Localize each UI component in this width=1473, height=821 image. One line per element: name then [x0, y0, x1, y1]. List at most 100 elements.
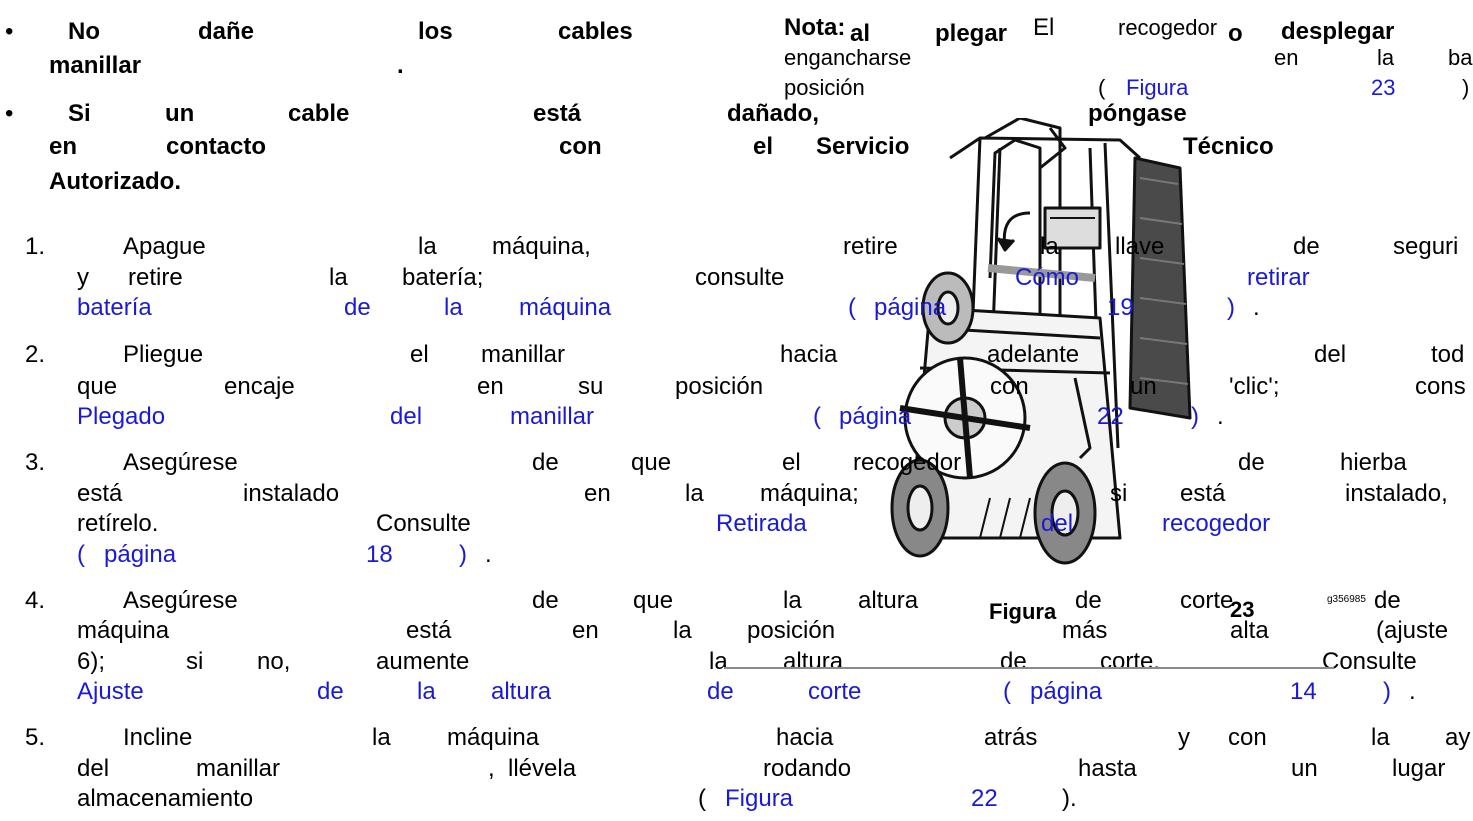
link-plegado-manillar[interactable]: Plegado	[77, 403, 166, 430]
step5-word: ay	[1445, 724, 1471, 751]
step4-word: la	[783, 587, 802, 614]
page-ref-number[interactable]: 14	[1290, 678, 1317, 705]
step5-word: manillar	[196, 755, 281, 782]
step5-word: llévela	[508, 755, 577, 782]
step5-word: lugar	[1392, 755, 1446, 782]
link-como-retirar[interactable]: máquina	[519, 294, 612, 321]
page-ref-paren[interactable]: (	[813, 403, 821, 430]
page-ref-paren[interactable]: )	[1227, 294, 1235, 321]
link-ajuste-altura[interactable]: altura	[491, 678, 552, 705]
link-como-retirar[interactable]: de	[344, 294, 371, 321]
link-como-retirar[interactable]: retirar	[1247, 264, 1310, 291]
link-ajuste-altura[interactable]: de	[317, 678, 344, 705]
link-como-retirar[interactable]: Cómo	[1015, 264, 1080, 291]
page-ref-paren[interactable]: (	[848, 294, 856, 321]
bullet2-word: con	[559, 133, 602, 160]
page-ref-link[interactable]: página	[1030, 678, 1103, 705]
step2-word: encaje	[224, 373, 295, 400]
link-como-retirar[interactable]: batería	[77, 294, 152, 321]
step5-word: rodando	[763, 755, 852, 782]
step4-word: Asegúrese	[123, 587, 238, 614]
link-ajuste-altura[interactable]: corte	[808, 678, 862, 705]
bullet1-word: No	[68, 18, 100, 45]
step4-word: posición	[747, 617, 836, 644]
step3-word: Consulte	[376, 510, 471, 537]
page-ref-number[interactable]: 19	[1107, 294, 1134, 321]
step1-word: retire	[128, 264, 183, 291]
step5-word: con	[1228, 724, 1267, 751]
note-word: o	[1228, 20, 1243, 47]
note-word: El	[1033, 14, 1055, 41]
step2-word: adelante	[987, 341, 1080, 368]
step4-word: altura	[858, 587, 919, 614]
step4-word: de	[1075, 587, 1102, 614]
figure-number: 23	[1230, 597, 1255, 622]
figure-link[interactable]: Figura	[725, 785, 794, 812]
step3-word: que	[631, 449, 672, 476]
step2-word: el	[410, 341, 429, 368]
link-plegado-manillar[interactable]: del	[390, 403, 423, 430]
page-ref-paren[interactable]: (	[1003, 678, 1011, 705]
step3-word: retírelo.	[77, 510, 159, 537]
step4-word: la	[709, 648, 728, 675]
bullet2-word: contacto	[166, 133, 267, 160]
link-plegado-manillar[interactable]: manillar	[510, 403, 595, 430]
step3-word: está	[77, 480, 123, 507]
link-retirada-recogedor[interactable]: del	[1041, 510, 1074, 537]
page-ref-link[interactable]: página	[839, 403, 912, 430]
figure-ref-paren: (	[698, 785, 706, 812]
page-ref-number[interactable]: 18	[366, 541, 393, 568]
bullet2-word: cable	[288, 100, 350, 127]
step3-word: está	[1180, 480, 1226, 507]
figure-link[interactable]: Figura	[1126, 75, 1189, 100]
step5-word: máquina	[447, 724, 540, 751]
step4-word: más	[1062, 617, 1108, 644]
step4-word: está	[406, 617, 452, 644]
bullet2-word: un	[165, 100, 195, 127]
figure-separator	[724, 667, 1334, 669]
step-number: 2.	[25, 341, 46, 368]
page-ref-link[interactable]: página	[104, 541, 177, 568]
figure-link-number[interactable]: 22	[971, 785, 998, 812]
step-number: 4.	[25, 587, 46, 614]
figure-code: g356985	[1327, 594, 1366, 605]
page-ref-paren[interactable]: )	[459, 541, 467, 568]
figure-link-number[interactable]: 23	[1371, 75, 1396, 100]
step5-word: del	[77, 755, 110, 782]
link-como-retirar[interactable]: la	[444, 294, 463, 321]
step5-word: ,	[488, 755, 495, 782]
link-ajuste-altura[interactable]: la	[417, 678, 436, 705]
link-retirada-recogedor[interactable]: Retirada	[716, 510, 807, 537]
page-ref-paren[interactable]: (	[77, 541, 85, 568]
step1-period: .	[1253, 294, 1260, 321]
step5-word: almacenamiento	[77, 785, 254, 812]
link-ajuste-altura[interactable]: Ajuste	[77, 678, 144, 705]
bullet2-word: dañado,	[727, 100, 820, 127]
page-ref-number[interactable]: 22	[1097, 403, 1124, 430]
note-word: plegar	[935, 20, 1008, 47]
step-number: 1.	[25, 233, 46, 260]
link-retirada-recogedor[interactable]: recogedor	[1162, 510, 1271, 537]
page-ref-link[interactable]: página	[874, 294, 947, 321]
step-number: 3.	[25, 449, 46, 476]
bullet2-word: Si	[68, 100, 91, 127]
step4-word: la	[673, 617, 692, 644]
step5-word: un	[1291, 755, 1318, 782]
note-word: la	[1377, 45, 1395, 70]
note-word: engancharse	[784, 45, 912, 70]
link-ajuste-altura[interactable]: de	[707, 678, 734, 705]
page-ref-paren[interactable]: )	[1383, 678, 1391, 705]
step2-word: un	[1130, 373, 1157, 400]
step2-word: posición	[675, 373, 764, 400]
bullet-glyph: •	[5, 18, 14, 45]
note-word: desplegar	[1281, 18, 1395, 45]
step2-word: en	[477, 373, 504, 400]
page-ref-paren[interactable]: )	[1191, 403, 1199, 430]
step1-word: llave	[1115, 233, 1165, 260]
step2-word: hacia	[780, 341, 838, 368]
bullet1-period: .	[397, 52, 404, 79]
step1-word: la	[1040, 233, 1059, 260]
bullet1-word: los	[418, 18, 453, 45]
step4-word: corte	[1180, 587, 1234, 614]
step4-word: si	[186, 648, 204, 675]
